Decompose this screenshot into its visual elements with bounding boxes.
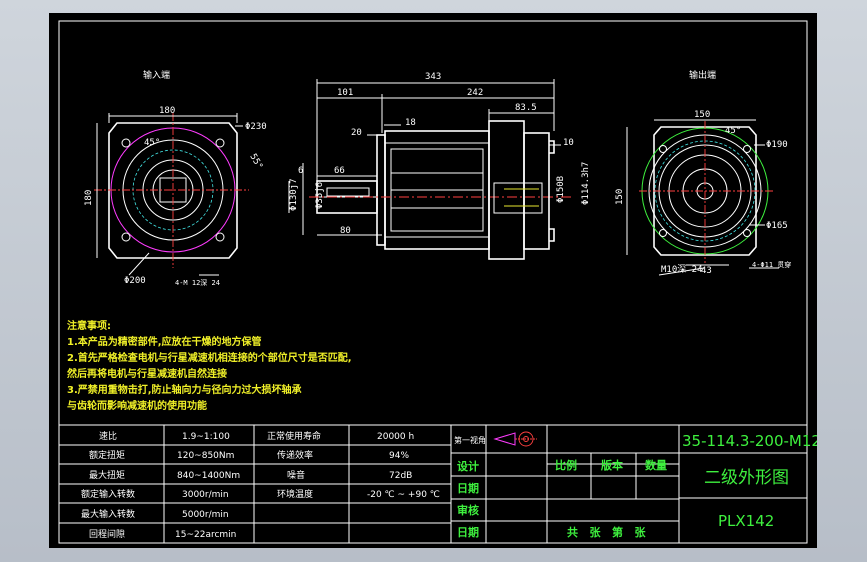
spec-label-max-torque: 最大扭矩 [89,469,125,481]
spec-label-noise: 噪音 [287,469,305,481]
dim-180-width: 180 [159,106,175,116]
dim-4-phi11-holes: 4-Φ11 贯穿 [752,260,791,269]
spec-label-efficiency: 传递效率 [277,449,313,461]
notes-line-4: 3.严禁用重物击打,防止轴向力与径向力过大损坏轴承 [67,383,302,396]
dim-45-deg-output: 45° [725,126,741,136]
projection-cone-icon [493,432,516,446]
design-label: 设计 [457,459,479,473]
review-label: 审核 [457,503,479,517]
input-end-label: 输入端 [143,69,170,81]
quantity-label: 数量 [645,458,667,472]
dim-20: 20 [351,128,362,138]
version-label: 版本 [601,458,623,472]
spec-value-rated-speed: 3000r/min [182,490,229,500]
spec-value-rated-torque: 120~850Nm [177,451,234,461]
model-number: PLX142 [718,512,774,530]
dim-phi114-3: Φ114.3h7 [581,162,591,205]
spec-value-backlash: 15~22arcmin [175,530,236,540]
scale-label: 比例 [555,458,577,472]
dim-phi35j6: Φ35j6 [315,182,325,209]
dim-phi150b: Φ150B [556,176,566,203]
dim-6: 6 [298,166,303,176]
dim-180-height: 180 [84,190,94,206]
notes-title: 注意事项: [67,319,111,332]
dim-phi130j7: Φ130j7 [289,178,299,211]
spec-value-efficiency: 94% [389,451,409,461]
dim-m10-thread: M10深 24 [661,264,703,275]
projection-label: 第一视角 [454,435,486,445]
technical-notes: 注意事项: 1.本产品为精密部件,应放在干燥的地方保管 2.首先严格检查电机与行… [67,319,352,412]
dim-150-width: 150 [694,110,710,120]
spec-label-temperature: 环境温度 [277,488,313,500]
spec-value-max-speed: 5000r/min [182,510,229,520]
output-end-label: 输出端 [689,69,716,81]
input-end-view: 输入端 180 180 45° Φ230 55° Φ200 4-M 12深 24 [84,69,267,287]
drawing-sheet: 输入端 180 180 45° Φ230 55° Φ200 4-M 12深 24 [49,13,817,548]
spec-label-backlash: 回程间隙 [89,528,125,540]
drawing-border [58,20,808,544]
sheet-count-label: 共 张 第 张 [567,525,646,539]
drawing-name: 二级外形图 [704,468,789,488]
spec-label-life: 正常使用寿命 [267,430,321,442]
spec-value-life: 20000 h [377,432,414,442]
dim-66: 66 [334,166,345,176]
drawing-number: 35-114.3-200-M12 [682,432,817,450]
dim-10: 10 [563,138,574,148]
spec-label-ratio: 速比 [99,430,117,442]
spec-label-rated-speed: 额定输入转数 [81,488,135,500]
dim-phi230: Φ230 [245,122,267,132]
notes-line-3: 然后再将电机与行星减速机自然连接 [67,367,227,380]
title-block: 第一视角 设计 日期 审核 日期 比例 版本 数量 共 张 第 张 35-114… [450,424,817,544]
date-label-2: 日期 [457,525,479,539]
notes-line-1: 1.本产品为精密部件,应放在干燥的地方保管 [67,335,262,348]
spec-table: 速比 1.9~1:100 正常使用寿命 20000 h 额定扭矩 120~850… [58,424,452,544]
dim-18: 18 [405,118,416,128]
date-label-1: 日期 [457,481,479,495]
dim-83-5: 83.5 [515,103,537,113]
dim-43: 43 [701,266,712,276]
spec-value-noise: 72dB [389,471,412,481]
notes-line-5: 与齿轮而影响减速机的使用功能 [67,399,207,412]
notes-line-2: 2.首先严格检查电机与行星减速机相连接的个部位尺寸是否匹配, [67,351,352,364]
dim-phi200: Φ200 [124,276,146,286]
output-end-view: 输出端 150 45° 150 Φ190 Φ165 M10深 24 43 4-Φ… [615,69,791,276]
side-view: 343 101 242 83.5 18 20 6 66 80 Φ130j7 Φ3… [288,72,591,260]
dim-150-height: 150 [615,189,625,205]
dim-80: 80 [340,226,351,236]
spec-label-max-speed: 最大输入转数 [81,508,135,520]
dim-242: 242 [467,88,483,98]
dim-45-deg: 45° [144,138,160,148]
dim-101: 101 [337,88,353,98]
drawing-canvas: 输入端 180 180 45° Φ230 55° Φ200 4-M 12深 24 [58,20,817,544]
dim-343: 343 [425,72,441,82]
dim-phi165: Φ165 [766,221,788,231]
spec-value-temperature: -20 ℃ ~ +90 ℃ [367,490,440,500]
dim-m12-holes: 4-M 12深 24 [175,278,220,287]
spec-label-rated-torque: 额定扭矩 [89,449,125,461]
dim-55-deg: 55° [247,152,264,171]
spec-value-max-torque: 840~1400Nm [177,471,240,481]
spec-value-ratio: 1.9~1:100 [182,432,230,442]
dim-phi190: Φ190 [766,140,788,150]
